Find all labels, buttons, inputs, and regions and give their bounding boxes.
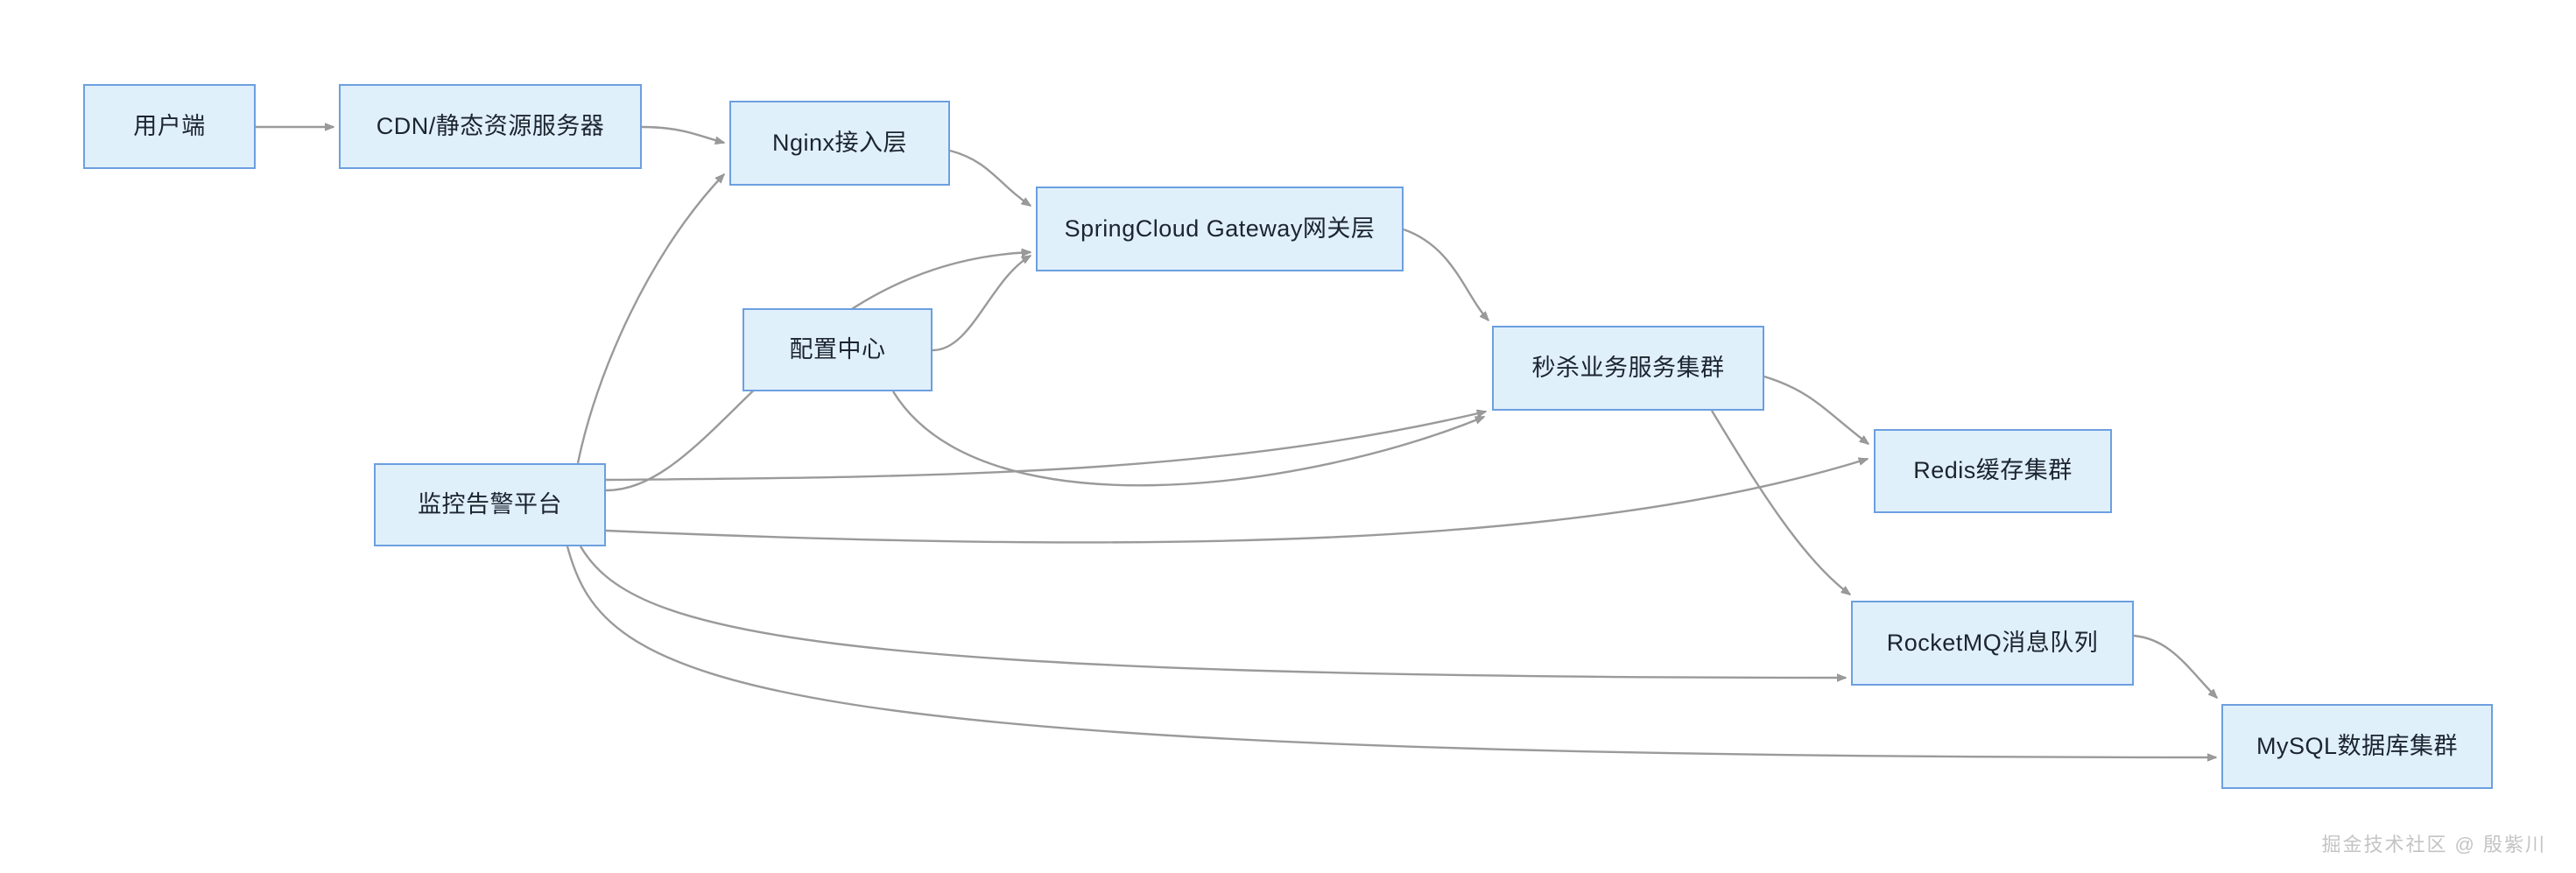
edge-monitor-to-seckill: [605, 412, 1486, 482]
edge-gateway-to-seckill: [1403, 228, 1489, 320]
node-gateway-label: SpringCloud Gateway网关层: [1064, 215, 1376, 242]
edge-cdn-to-nginx: [641, 125, 724, 143]
node-redis-cluster[interactable]: Redis缓存集群: [1874, 429, 2112, 513]
watermark-text: 掘金技术社区 @ 殷紫川: [2321, 834, 2546, 855]
edge-monitor-to-redis: [605, 459, 1868, 544]
node-rocketmq-label: RocketMQ消息队列: [1886, 629, 2099, 656]
edge-seckill-to-redis: [1763, 375, 1869, 444]
node-rocketmq[interactable]: RocketMQ消息队列: [1851, 601, 2134, 686]
node-nginx[interactable]: Nginx接入层: [729, 101, 950, 186]
node-mysql-cluster-label: MySQL数据库集群: [2256, 732, 2459, 759]
node-redis-cluster-label: Redis缓存集群: [1913, 457, 2073, 484]
edge-nginx-to-gateway: [949, 149, 1031, 207]
node-config-center[interactable]: 配置中心: [743, 308, 933, 391]
node-cdn[interactable]: CDN/静态资源服务器: [339, 84, 642, 169]
node-nginx-label: Nginx接入层: [771, 129, 908, 156]
node-monitor-platform[interactable]: 监控告警平台: [374, 463, 606, 546]
node-gateway[interactable]: SpringCloud Gateway网关层: [1036, 187, 1404, 271]
edge-config-to-gateway: [932, 254, 1031, 352]
node-seckill-service-label: 秒杀业务服务集群: [1531, 354, 1725, 381]
node-cdn-label: CDN/静态资源服务器: [376, 112, 605, 139]
edge-rocketmq-to-mysql: [2133, 634, 2217, 698]
edge-monitor-to-rocketmq: [579, 546, 1846, 678]
node-client[interactable]: 用户端: [83, 84, 256, 169]
edge-config-to-seckill: [891, 391, 1484, 487]
node-config-center-label: 配置中心: [789, 335, 886, 363]
node-client-label: 用户端: [133, 112, 206, 139]
edge-monitor-to-mysql: [566, 546, 2216, 757]
edge-seckill-to-rocketmq: [1710, 410, 1850, 595]
node-seckill-service[interactable]: 秒杀业务服务集群: [1492, 326, 1764, 411]
edge-monitor-to-nginx: [576, 174, 724, 464]
node-mysql-cluster[interactable]: MySQL数据库集群: [2221, 704, 2493, 789]
node-monitor-platform-label: 监控告警平台: [418, 490, 562, 517]
